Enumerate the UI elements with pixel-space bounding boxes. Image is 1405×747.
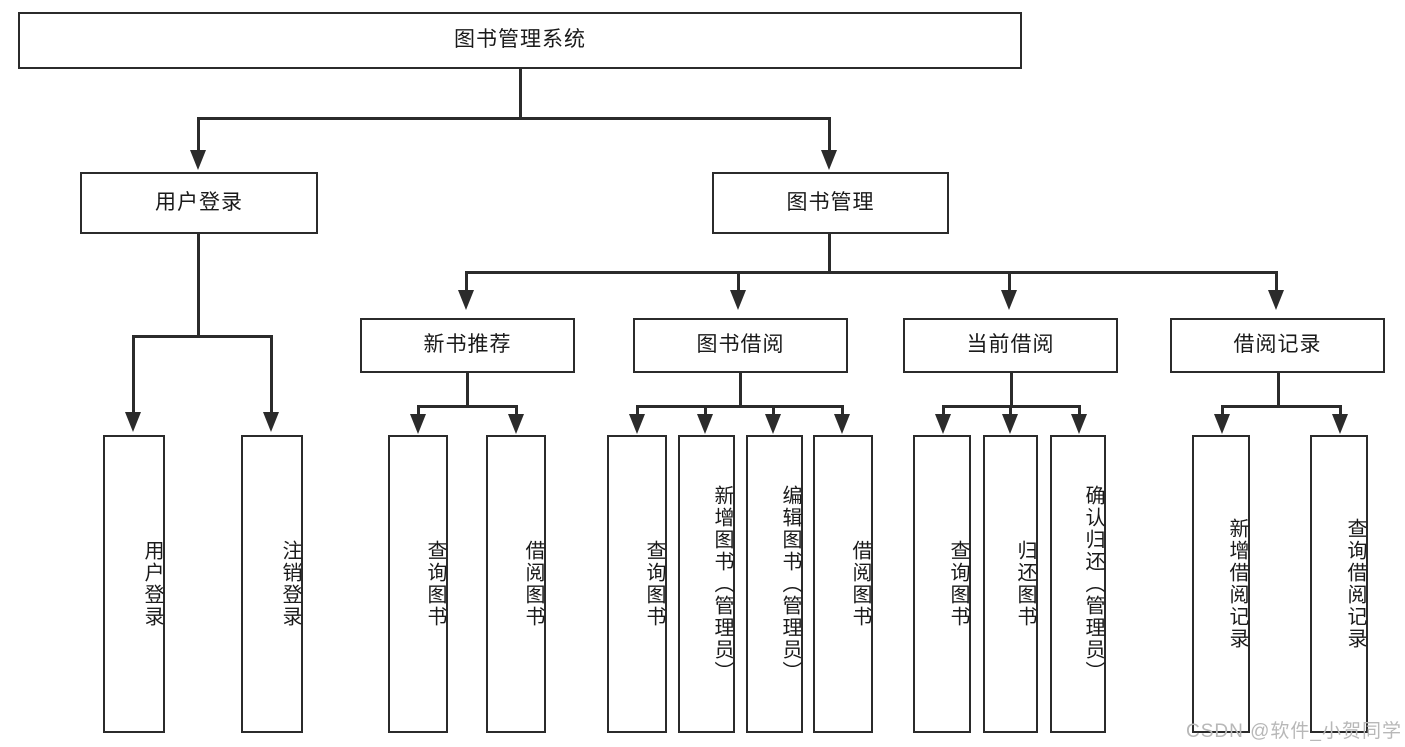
leaf-query-book-1[interactable]: 查询图书 (388, 435, 448, 733)
edge-new-book-rec-bar (418, 405, 517, 408)
node-current-borrow-label: 当前借阅 (966, 333, 1055, 357)
edge-new-book-rec-stem (466, 373, 469, 406)
leaf-add-record[interactable]: 新增借阅记录 (1192, 435, 1250, 733)
edge-borrow-record-stem (1277, 373, 1280, 406)
leaf-return-book[interactable]: 归还图书 (983, 435, 1038, 733)
edge-new-book-rec-drop-1 (417, 405, 420, 417)
leaf-query-book-1-label: 查询图书 (424, 540, 446, 628)
arrowhead-leaf-add-book (697, 414, 713, 434)
node-root[interactable]: 图书管理系统 (18, 12, 1022, 69)
edge-current-borrow-bar (943, 405, 1080, 408)
leaf-edit-book[interactable]: 编辑图书（管理员） (746, 435, 803, 733)
leaf-query-book-3[interactable]: 查询图书 (913, 435, 971, 733)
node-book-borrow[interactable]: 图书借阅 (633, 318, 848, 373)
leaf-return-book-label: 归还图书 (1014, 540, 1036, 628)
edge-user-login-drop-2 (270, 335, 273, 415)
leaf-user-login-label: 用户登录 (141, 540, 163, 628)
leaf-query-book-3-label: 查询图书 (947, 540, 969, 628)
leaf-borrow-book-1-label: 借阅图书 (522, 540, 544, 628)
edge-user-login-bar (133, 335, 272, 338)
node-borrow-record[interactable]: 借阅记录 (1170, 318, 1385, 373)
edge-book-borrow-bar (637, 405, 843, 408)
arrowhead-leaf-logout-login (263, 412, 279, 432)
edge-book-borrow-drop-4 (841, 405, 844, 417)
arrowhead-leaf-confirm-return (1071, 414, 1087, 434)
leaf-query-book-2[interactable]: 查询图书 (607, 435, 667, 733)
edge-book-borrow-drop-2 (704, 405, 707, 417)
node-current-borrow[interactable]: 当前借阅 (903, 318, 1118, 373)
edge-to-user-login (197, 117, 200, 153)
edge-current-borrow-drop-1 (942, 405, 945, 417)
edge-current-borrow-drop-3 (1078, 405, 1081, 417)
leaf-edit-book-label: 编辑图书（管理员） (779, 485, 801, 683)
leaf-query-record-label: 查询借阅记录 (1344, 518, 1366, 650)
edge-to-current-borrow (1008, 271, 1011, 293)
edge-book-manage-stem (828, 234, 831, 272)
leaf-logout-login[interactable]: 注销登录 (241, 435, 303, 733)
edge-to-book-manage (828, 117, 831, 153)
node-new-book-rec-label: 新书推荐 (423, 333, 512, 357)
arrowhead-leaf-add-record (1214, 414, 1230, 434)
node-root-label: 图书管理系统 (454, 28, 586, 52)
edge-book-borrow-drop-3 (772, 405, 775, 417)
edge-to-book-borrow (737, 271, 740, 293)
arrowhead-leaf-query-record (1332, 414, 1348, 434)
node-book-borrow-label: 图书借阅 (696, 333, 785, 357)
edge-book-borrow-stem (739, 373, 742, 406)
edge-level3-bar (466, 271, 1277, 274)
edge-level2-bar (198, 117, 830, 120)
edge-borrow-record-drop-2 (1339, 405, 1342, 417)
node-user-login-label: 用户登录 (155, 190, 243, 214)
arrowhead-leaf-edit-book (765, 414, 781, 434)
leaf-borrow-book-2-label: 借阅图书 (849, 540, 871, 628)
leaf-add-record-label: 新增借阅记录 (1226, 518, 1248, 650)
arrowhead-leaf-query-book-1 (410, 414, 426, 434)
arrowhead-leaf-user-login (125, 412, 141, 432)
leaf-confirm-return[interactable]: 确认归还（管理员） (1050, 435, 1106, 733)
edge-new-book-rec-drop-2 (515, 405, 518, 417)
arrowhead-to-borrow-record (1268, 290, 1284, 310)
node-book-manage-label: 图书管理 (786, 190, 875, 214)
arrowhead-leaf-return-book (1002, 414, 1018, 434)
node-borrow-record-label: 借阅记录 (1233, 333, 1322, 357)
arrowhead-leaf-query-book-3 (935, 414, 951, 434)
node-book-manage[interactable]: 图书管理 (712, 172, 949, 234)
arrowhead-to-book-borrow (730, 290, 746, 310)
leaf-user-login[interactable]: 用户登录 (103, 435, 165, 733)
arrowhead-to-book-manage (821, 150, 837, 170)
arrowhead-to-user-login (190, 150, 206, 170)
edge-borrow-record-bar (1222, 405, 1340, 408)
edge-borrow-record-drop-1 (1221, 405, 1224, 417)
leaf-query-book-2-label: 查询图书 (643, 540, 665, 628)
node-user-login[interactable]: 用户登录 (80, 172, 318, 234)
edge-to-new-book-rec (465, 271, 468, 293)
node-new-book-rec[interactable]: 新书推荐 (360, 318, 575, 373)
arrowhead-leaf-borrow-book-2 (834, 414, 850, 434)
arrowhead-leaf-query-book-2 (629, 414, 645, 434)
edge-user-login-drop-1 (132, 335, 135, 415)
leaf-add-book-label: 新增图书（管理员） (711, 485, 733, 683)
arrowhead-to-new-book-rec (458, 290, 474, 310)
leaf-borrow-book-2[interactable]: 借阅图书 (813, 435, 873, 733)
arrowhead-to-current-borrow (1001, 290, 1017, 310)
leaf-borrow-book-1[interactable]: 借阅图书 (486, 435, 546, 733)
arrowhead-leaf-borrow-book-1 (508, 414, 524, 434)
csdn-watermark: CSDN @软件_小贺同学 (1186, 721, 1402, 742)
edge-to-borrow-record (1275, 271, 1278, 293)
leaf-logout-login-label: 注销登录 (279, 540, 301, 628)
edge-root-stem (519, 69, 522, 118)
edge-book-borrow-drop-1 (636, 405, 639, 417)
edge-current-borrow-stem (1010, 373, 1013, 406)
edge-current-borrow-drop-2 (1009, 405, 1012, 417)
edge-user-login-stem (197, 234, 200, 336)
leaf-confirm-return-label: 确认归还（管理员） (1082, 485, 1104, 683)
leaf-add-book[interactable]: 新增图书（管理员） (678, 435, 735, 733)
leaf-query-record[interactable]: 查询借阅记录 (1310, 435, 1368, 733)
